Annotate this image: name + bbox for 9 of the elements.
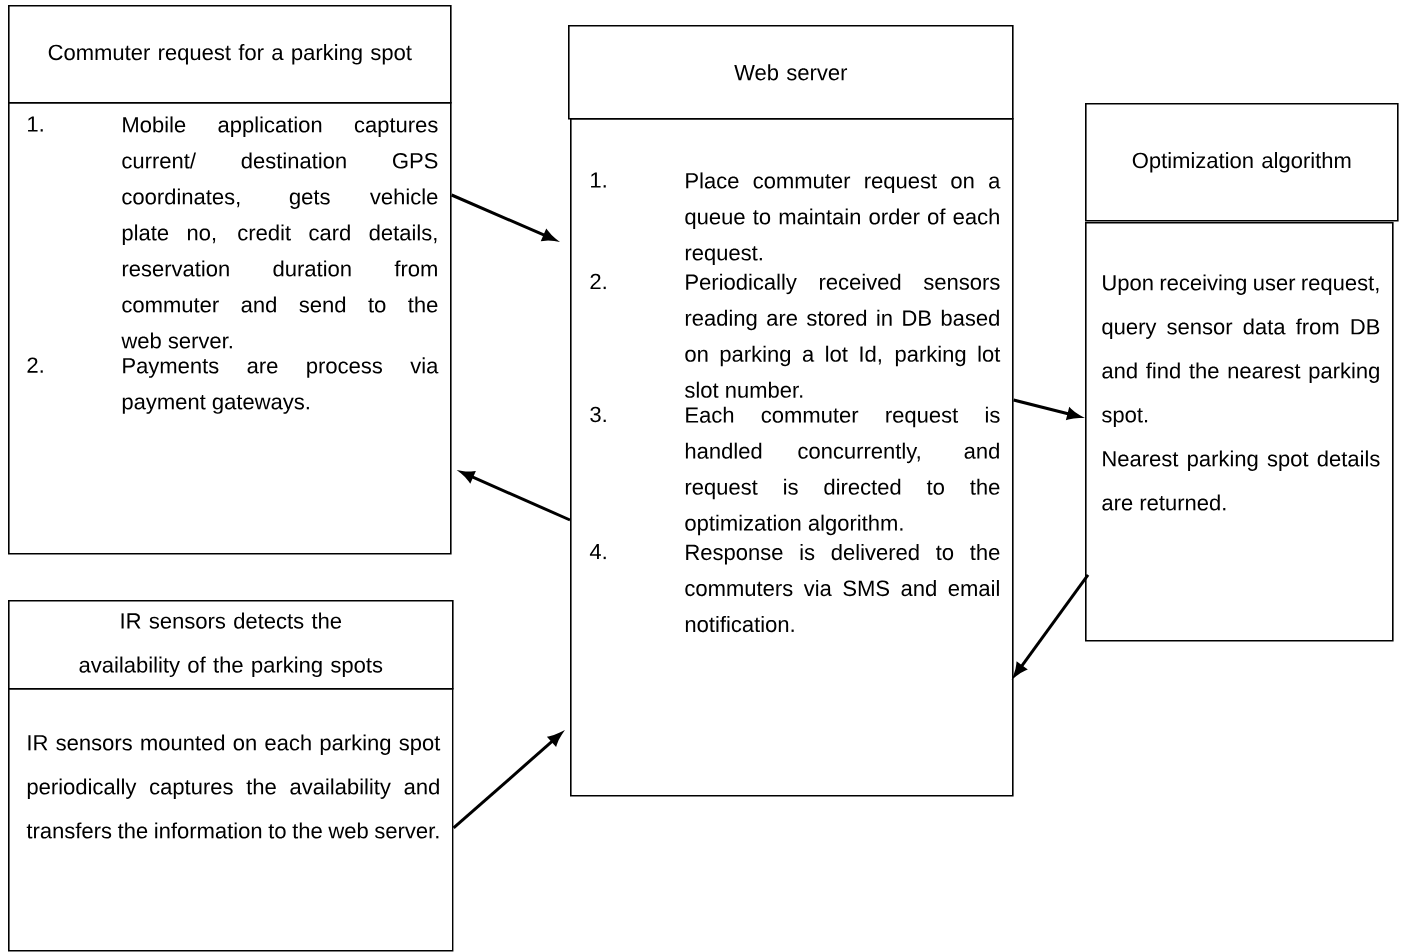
header-box: Commuter request for a parking spot (8, 5, 452, 104)
header-box: Web server (568, 25, 1014, 120)
header-box: IR sensors detects the availability of the parking spots (8, 600, 454, 690)
arrow (1013, 574, 1090, 677)
header-box: Optimization algorithm (1085, 103, 1399, 222)
list-box: Mobile application captures current/ destination GPS coordinates, gets vehicle plate no, credit card details, reservation duration from commuter and send to the web server. 1. Payments are process via payment gateways. 2. (8, 102, 452, 555)
list-box: Place commuter request on a queue to maintain order of each request. 1. Periodically received sensors reading are stored in DB based on parking a lot Id, parking lot slot number. 2. Each commuter request is handled concurrently, and request is directed to the optimization algorithm. 3. Response is delivered to the commuters via SMS and email notification. 4. (570, 118, 1014, 797)
text-box: Upon receiving user request, query sensor data from DB and find the nearest parking spot. Nearest parking spot details are returned. (1085, 222, 1394, 642)
text-box: IR sensors mounted on each parking spot periodically captures the availability and transfers the information to the web server. (8, 688, 454, 952)
